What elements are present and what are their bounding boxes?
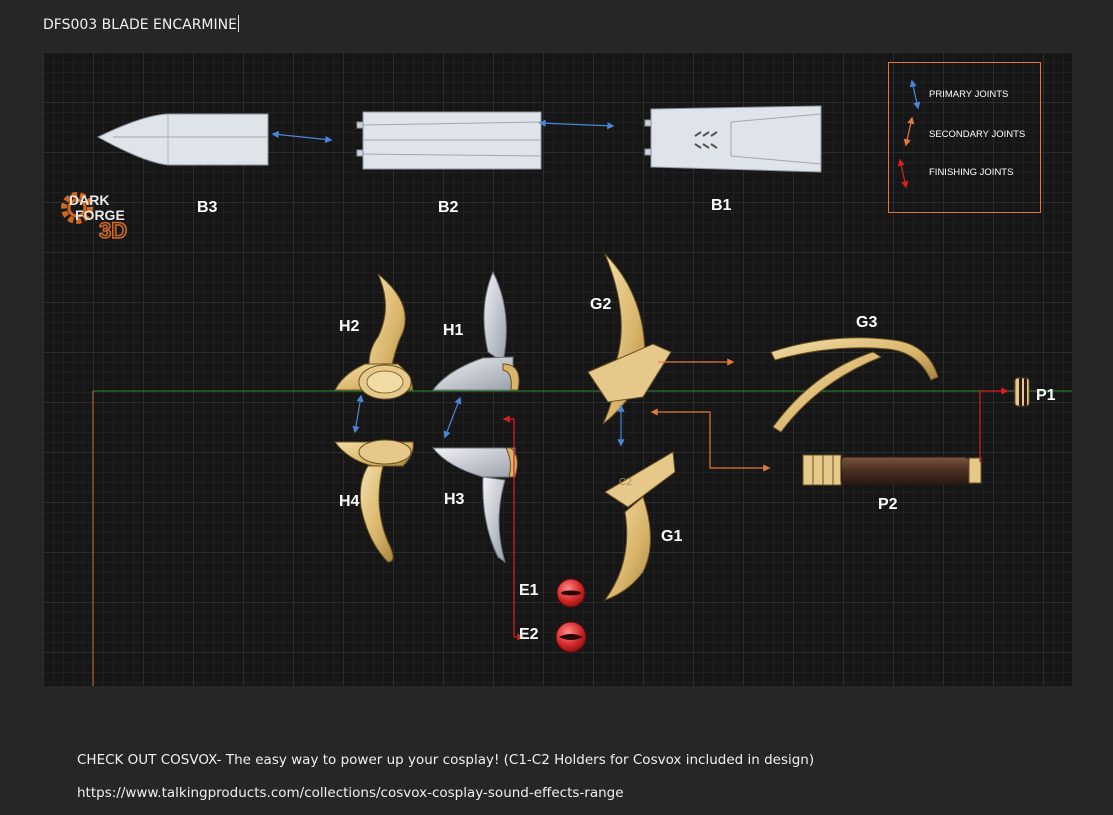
part-g1 bbox=[603, 451, 676, 602]
label-h2: H2 bbox=[339, 318, 360, 335]
logo-line2: FORGE bbox=[75, 207, 125, 223]
part-g3 bbox=[770, 337, 939, 433]
label-b2: B2 bbox=[438, 199, 459, 216]
legend-arrow-secondary bbox=[903, 116, 915, 147]
assembly-diagram: C2 bbox=[43, 52, 1072, 686]
label-h1: H1 bbox=[443, 322, 464, 339]
label-g1: G1 bbox=[661, 528, 683, 545]
part-h4 bbox=[334, 439, 414, 563]
part-p2-grip bbox=[802, 454, 982, 486]
label-b3: B3 bbox=[197, 199, 218, 216]
document-title[interactable]: DFS003 BLADE ENCARMINE bbox=[43, 15, 239, 33]
logo-line1: DARK bbox=[69, 192, 110, 208]
label-p2: P2 bbox=[878, 496, 898, 513]
joint-guard-p2 bbox=[650, 408, 771, 472]
part-e2-gem bbox=[555, 621, 587, 653]
text-cursor bbox=[237, 15, 239, 32]
label-g2: G2 bbox=[590, 296, 612, 313]
part-e1-gem bbox=[556, 578, 586, 608]
part-b1-blade-base bbox=[644, 105, 822, 173]
label-h3: H3 bbox=[444, 491, 465, 508]
c2-marker-label: C2 bbox=[619, 477, 632, 488]
joint-h2-h4 bbox=[352, 394, 364, 434]
legend-primary-label: PRIMARY JOINTS bbox=[929, 89, 1009, 100]
label-p1: P1 bbox=[1036, 387, 1056, 404]
joint-b2-b1 bbox=[538, 119, 615, 130]
label-b1: B1 bbox=[711, 197, 732, 214]
logo-line3: 3D bbox=[98, 217, 128, 244]
part-p1-pommel bbox=[1014, 377, 1030, 407]
part-b3-blade-tip bbox=[96, 113, 269, 166]
part-g2 bbox=[587, 253, 672, 425]
joint-legend: PRIMARY JOINTS SECONDARY JOINTS FINISHIN… bbox=[888, 62, 1041, 213]
joint-guard-e1-e2 bbox=[502, 415, 525, 641]
legend-finishing-label: FINISHING JOINTS bbox=[929, 167, 1014, 178]
label-e2: E2 bbox=[519, 626, 539, 643]
legend-secondary-label: SECONDARY JOINTS bbox=[929, 129, 1026, 140]
joint-h1-h3 bbox=[443, 396, 462, 439]
gear-icon bbox=[61, 192, 93, 224]
dark-forge-3d-logo: DARK FORGE 3D bbox=[57, 184, 147, 244]
part-b2-blade-middle bbox=[356, 111, 542, 170]
cosvox-promo-text: CHECK OUT COSVOX- The easy way to power … bbox=[77, 752, 815, 768]
part-h2 bbox=[334, 273, 414, 400]
cosvox-link[interactable]: https://www.talkingproducts.com/collecti… bbox=[77, 785, 624, 801]
legend-arrow-primary bbox=[909, 79, 921, 110]
label-h4: H4 bbox=[339, 493, 360, 510]
part-h1 bbox=[431, 270, 520, 391]
label-g3: G3 bbox=[856, 314, 878, 331]
legend-arrow-finishing bbox=[897, 158, 909, 189]
diagram-drawing: C2 bbox=[92, 79, 1072, 686]
label-e1: E1 bbox=[519, 582, 539, 599]
joint-b3-b2 bbox=[271, 131, 333, 143]
joint-p1-p2 bbox=[979, 387, 1009, 462]
